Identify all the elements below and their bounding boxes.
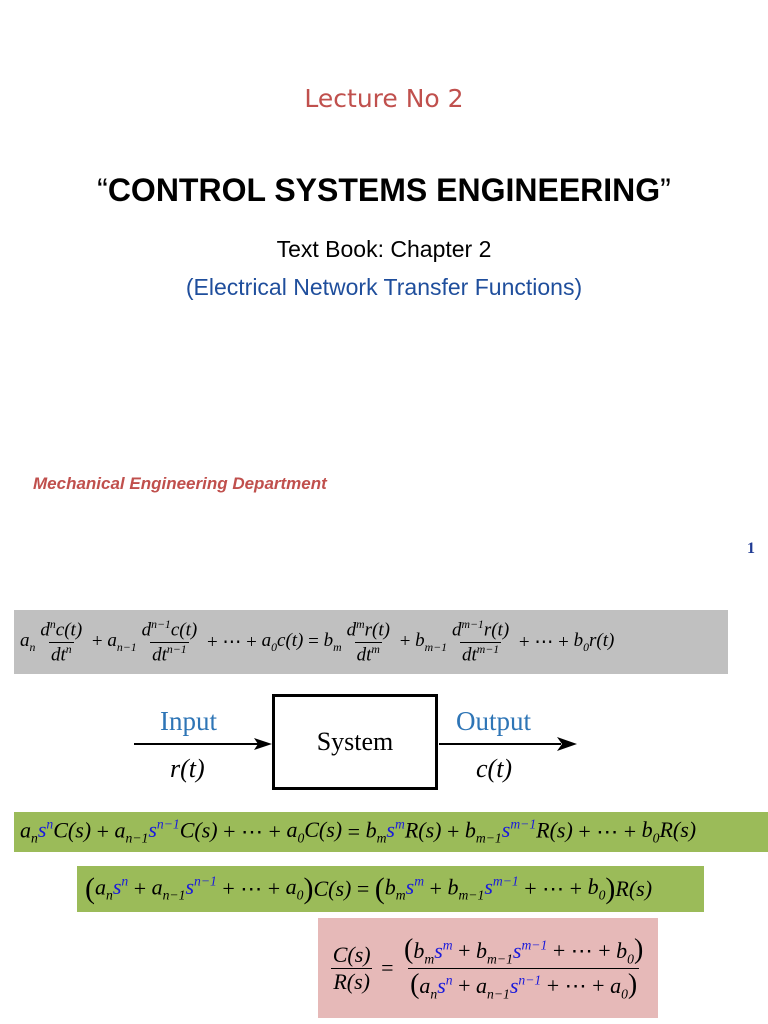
input-signal: r(t) (170, 754, 205, 783)
department-name: Mechanical Engineering Department (33, 474, 327, 493)
title-open-quote: “ (97, 172, 108, 208)
title-close-quote: ” (660, 172, 671, 208)
page-number: 1 (747, 540, 755, 557)
lecture-subtitle: (Electrical Network Transfer Functions) (185, 274, 583, 300)
input-label: Input (160, 706, 217, 736)
system-block: System (272, 694, 438, 790)
course-title: “CONTROL SYSTEMS ENGINEERING” (0, 172, 768, 209)
output-label: Output (456, 706, 532, 736)
textbook-reference: Text Book: Chapter 2 (276, 236, 492, 262)
transfer-function: C(s)R(s) = (bmsm + bm−1sm−1 + ⋯ + b0) (a… (318, 918, 658, 1018)
laplace-equation: ansnC(s) + an−1sn−1C(s) + ⋯ + a0C(s) = b… (14, 812, 768, 852)
differential-equation: an dnc(t)dtn + an−1 dn−1c(t)dtn−1 + ⋯ + … (14, 610, 728, 674)
factored-equation: (ansn + an−1sn−1 + ⋯ + a0) C(s) = (bmsm … (77, 866, 704, 912)
output-signal: c(t) (476, 754, 513, 783)
input-arrow (134, 738, 272, 750)
lecture-number: Lecture No 2 (304, 84, 464, 113)
output-arrow (439, 737, 577, 751)
title-text: CONTROL SYSTEMS ENGINEERING (107, 172, 661, 208)
